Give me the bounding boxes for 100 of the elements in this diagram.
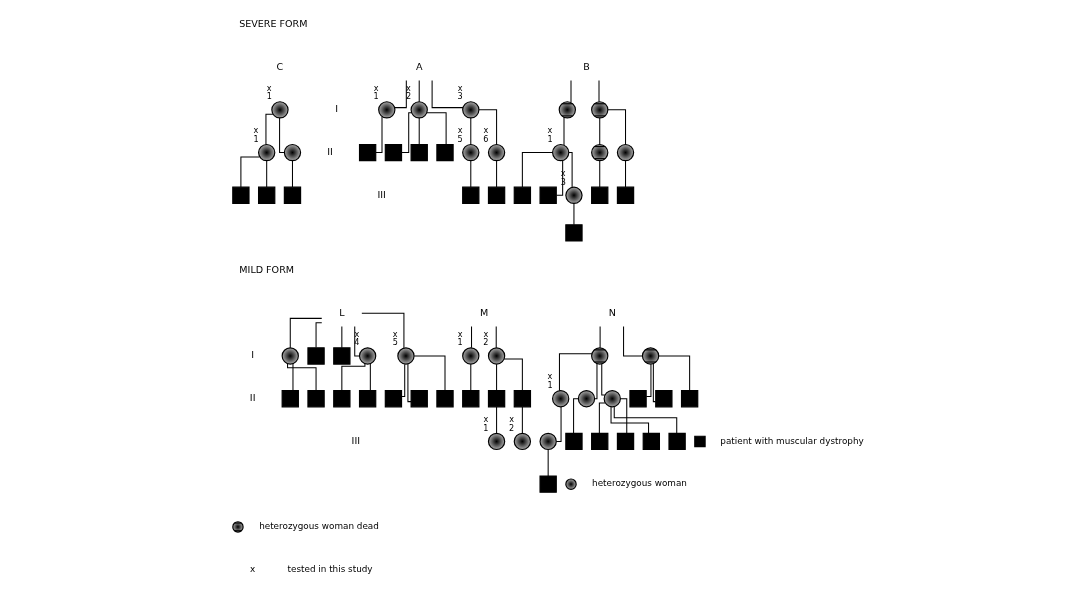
connector xyxy=(606,109,626,145)
node-label: x xyxy=(373,82,379,93)
node-label: x xyxy=(508,414,514,425)
label: I xyxy=(250,349,254,361)
node-square xyxy=(642,432,660,451)
node-circle xyxy=(270,101,289,119)
connector xyxy=(619,398,627,434)
connector xyxy=(418,79,420,103)
connector xyxy=(598,117,600,145)
node-label: x xyxy=(354,328,359,339)
node-label: 5 xyxy=(457,134,463,145)
node-label: 2 xyxy=(508,422,514,433)
connector xyxy=(521,406,523,434)
connector xyxy=(291,363,293,391)
node-label: 1 xyxy=(266,91,272,102)
node-circle xyxy=(487,432,505,451)
node-circle xyxy=(487,347,505,365)
connector xyxy=(431,79,463,109)
node-circle xyxy=(551,390,569,408)
node-square xyxy=(461,186,479,204)
connector xyxy=(622,326,643,357)
node-circle xyxy=(358,347,376,365)
connector xyxy=(613,406,677,434)
node-circle xyxy=(461,347,479,365)
node-square xyxy=(358,390,376,408)
connector xyxy=(477,109,497,145)
connector xyxy=(563,116,564,146)
connector xyxy=(239,156,260,188)
connector xyxy=(369,363,371,391)
legend-label: heterozygous woman dead xyxy=(258,521,379,532)
connector xyxy=(600,363,605,396)
node-text: A xyxy=(415,60,422,72)
connector xyxy=(555,406,562,442)
node-label: x xyxy=(560,168,566,179)
node-square xyxy=(384,143,402,162)
node-square xyxy=(435,143,454,162)
label: I xyxy=(334,103,338,115)
connector xyxy=(503,358,523,391)
node-circle xyxy=(281,347,299,365)
node-circle xyxy=(577,390,595,408)
connector xyxy=(572,398,579,434)
node-text: N xyxy=(608,306,616,318)
node-label: x xyxy=(547,371,552,382)
connector xyxy=(598,79,599,103)
legend-label: heterozygous woman xyxy=(591,478,687,489)
node-label: x xyxy=(457,328,463,339)
node-square xyxy=(538,186,557,204)
legend-label: patient with muscular dystrophy xyxy=(719,435,864,446)
connector xyxy=(495,363,497,391)
connector xyxy=(374,116,382,154)
connector xyxy=(265,160,267,188)
node-label: x xyxy=(457,82,463,93)
label: SEVERE FORM xyxy=(238,17,307,29)
node-circle xyxy=(551,143,569,162)
node-square xyxy=(332,347,351,365)
label: II xyxy=(326,146,333,158)
node-circle xyxy=(616,143,634,162)
node-label: x xyxy=(392,328,398,339)
node-circle xyxy=(461,101,479,119)
node-label: x xyxy=(483,125,488,136)
connector xyxy=(558,353,592,392)
connector xyxy=(547,449,549,477)
node-square xyxy=(513,186,531,204)
node-label: 1 xyxy=(252,134,259,145)
connector xyxy=(652,363,656,403)
node-square xyxy=(257,186,275,204)
connector xyxy=(598,160,600,188)
connector xyxy=(418,117,420,145)
connector xyxy=(291,160,293,188)
label: II xyxy=(249,392,256,404)
connector xyxy=(657,355,690,391)
node-square xyxy=(283,186,301,204)
connector xyxy=(406,363,411,403)
node-circle xyxy=(410,101,428,119)
connector xyxy=(599,326,601,349)
connector xyxy=(264,113,273,145)
node-square xyxy=(564,432,583,451)
connector xyxy=(624,160,626,188)
connector xyxy=(289,317,322,349)
node-square xyxy=(410,390,428,408)
connector xyxy=(413,355,445,391)
node-square xyxy=(332,390,351,408)
label: III xyxy=(376,188,386,200)
node-square xyxy=(384,390,402,408)
node-label: x xyxy=(547,125,552,136)
node-label: 1 xyxy=(457,337,463,348)
node-square xyxy=(513,390,531,408)
node-square xyxy=(281,390,299,408)
connector xyxy=(470,326,472,349)
label: MILD FORM xyxy=(238,263,294,275)
node-label: 4 xyxy=(353,337,360,348)
node-label: 2 xyxy=(482,337,488,348)
connector xyxy=(610,406,649,434)
node-square xyxy=(358,143,376,162)
connector xyxy=(400,363,405,397)
connector xyxy=(598,402,606,434)
node-text: L xyxy=(338,306,345,318)
node-square xyxy=(487,186,505,204)
connector xyxy=(340,326,342,349)
label: C xyxy=(276,60,283,72)
